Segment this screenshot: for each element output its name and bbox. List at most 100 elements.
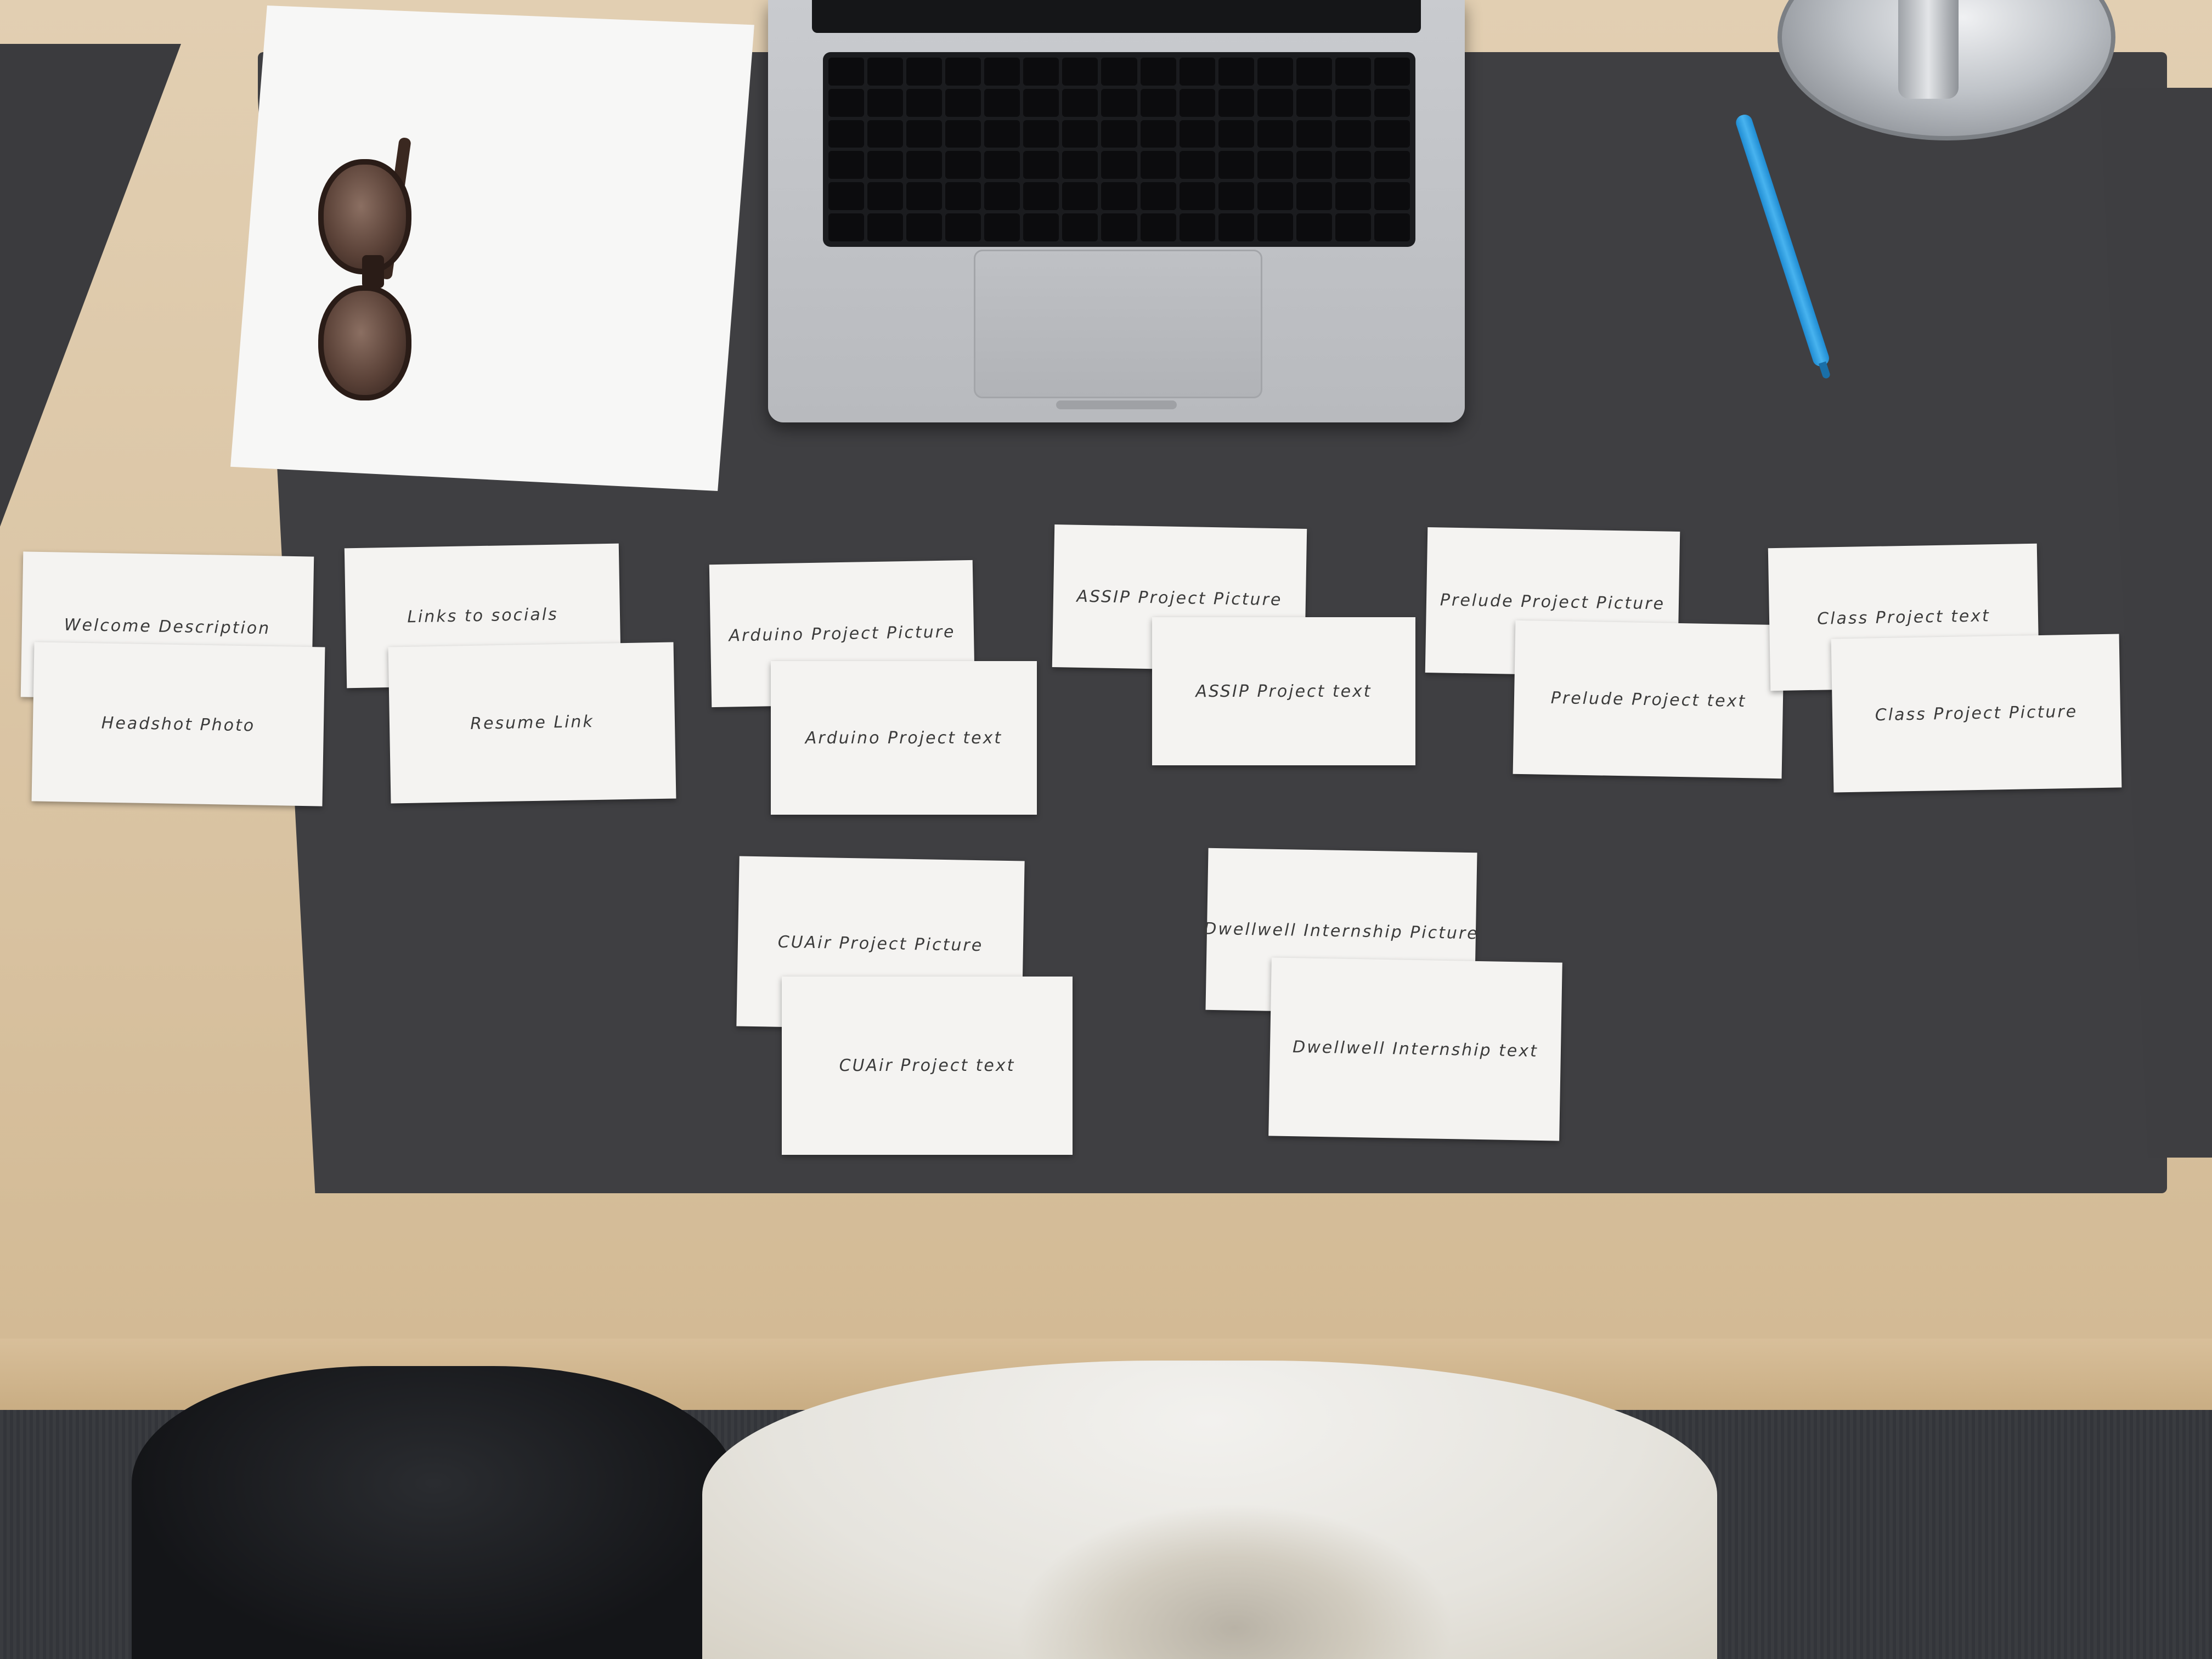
card-label: Headshot Photo: [101, 713, 256, 735]
keyboard-key: [1062, 182, 1098, 211]
keyboard-key: [1062, 120, 1098, 148]
keyboard-key: [1374, 213, 1410, 241]
card-headshot-photo: Headshot Photo: [31, 642, 325, 806]
keyboard-key: [1335, 151, 1371, 179]
laptop-trackpad: [974, 250, 1262, 398]
card-label: Links to socials: [407, 605, 558, 627]
keyboard-key: [984, 120, 1020, 148]
keyboard-key: [1257, 182, 1293, 211]
keyboard-key: [1296, 120, 1332, 148]
keyboard-key: [1023, 58, 1059, 86]
keyboard-key: [984, 88, 1020, 117]
card-label: Dwellwell Internship text: [1292, 1037, 1539, 1061]
keyboard-key: [1218, 88, 1254, 117]
keyboard-key: [1374, 58, 1410, 86]
laptop: [768, 0, 1465, 422]
card-class-project-picture: Class Project Picture: [1831, 634, 2122, 793]
keyboard-key: [1257, 58, 1293, 86]
card-prelude-project-text: Prelude Project text: [1513, 620, 1785, 779]
sunglasses: [307, 137, 417, 411]
keyboard-key: [1374, 120, 1410, 148]
keyboard-key: [945, 58, 981, 86]
keyboard-key: [1140, 58, 1176, 86]
keyboard-key: [828, 88, 865, 117]
keyboard-key: [1218, 58, 1254, 86]
keyboard-key: [1257, 120, 1293, 148]
card-label: Dwellwell Internship Picture: [1204, 919, 1479, 944]
card-label: ASSIP Project text: [1195, 681, 1372, 701]
keyboard-key: [945, 182, 981, 211]
card-dwellwell-internship-text: Dwellwell Internship text: [1268, 957, 1562, 1141]
laptop-keyboard: [823, 52, 1415, 247]
keyboard-key: [1179, 88, 1215, 117]
card-resume-link: Resume Link: [388, 642, 676, 804]
keyboard-key: [984, 58, 1020, 86]
keyboard-key: [945, 213, 981, 241]
keyboard-key: [867, 151, 904, 179]
keyboard-key: [984, 151, 1020, 179]
card-label: CUAir Project text: [839, 1056, 1015, 1075]
keyboard-key: [867, 213, 904, 241]
keyboard-key: [1218, 182, 1254, 211]
laptop-screen-edge: [812, 0, 1421, 33]
keyboard-key: [1335, 182, 1371, 211]
laptop-notch: [1056, 400, 1177, 409]
keyboard-key: [984, 213, 1020, 241]
keyboard-key: [1374, 151, 1410, 179]
keyboard-key: [828, 120, 865, 148]
keyboard-key: [1179, 120, 1215, 148]
keyboard-key: [1140, 182, 1176, 211]
keyboard-key: [1140, 88, 1176, 117]
keyboard-key: [1374, 182, 1410, 211]
keyboard-key: [1062, 58, 1098, 86]
keyboard-key: [867, 88, 904, 117]
keyboard-key: [984, 182, 1020, 211]
keyboard-key: [1296, 88, 1332, 117]
keyboard-key: [1062, 213, 1098, 241]
keyboard-key: [945, 120, 981, 148]
keyboard-key: [906, 58, 943, 86]
card-cuair-project-text: CUAir Project text: [782, 977, 1073, 1155]
keyboard-key: [1140, 151, 1176, 179]
shirt-print: [1015, 1503, 1454, 1659]
keyboard-key: [906, 88, 943, 117]
card-label: CUAir Project Picture: [777, 932, 984, 955]
blank-paper-sheet: [230, 5, 754, 491]
keyboard-key: [1335, 213, 1371, 241]
card-arduino-project-text: Arduino Project text: [771, 661, 1037, 815]
card-assip-project-text: ASSIP Project text: [1152, 617, 1415, 765]
keyboard-key: [1374, 88, 1410, 117]
card-label: Prelude Project Picture: [1440, 590, 1666, 614]
keyboard-key: [1296, 151, 1332, 179]
keyboard-key: [1101, 213, 1137, 241]
keyboard-key: [1218, 213, 1254, 241]
keyboard-key: [945, 151, 981, 179]
keyboard-key: [906, 182, 943, 211]
card-label: ASSIP Project Picture: [1076, 586, 1283, 610]
keyboard-key: [1179, 182, 1215, 211]
keyboard-key: [1257, 151, 1293, 179]
keyboard-key: [906, 120, 943, 148]
keyboard-key: [1062, 151, 1098, 179]
keyboard-key: [1062, 88, 1098, 117]
keyboard-key: [1023, 182, 1059, 211]
lamp-neck: [1898, 0, 1959, 99]
card-label: Arduino Project Picture: [729, 622, 956, 646]
keyboard-key: [1335, 58, 1371, 86]
keyboard-key: [1023, 88, 1059, 117]
keyboard-key: [1296, 58, 1332, 86]
keyboard-key: [828, 182, 865, 211]
keyboard-key: [867, 120, 904, 148]
keyboard-key: [945, 88, 981, 117]
keyboard-key: [1101, 88, 1137, 117]
keyboard-key: [1335, 88, 1371, 117]
keyboard-key: [1101, 182, 1137, 211]
keyboard-key: [1179, 213, 1215, 241]
glasses-bridge: [362, 255, 384, 288]
keyboard-key: [1335, 120, 1371, 148]
keyboard-key: [828, 213, 865, 241]
glasses-lens: [318, 285, 411, 400]
card-label: Prelude Project text: [1550, 688, 1747, 711]
keyboard-key: [906, 213, 943, 241]
